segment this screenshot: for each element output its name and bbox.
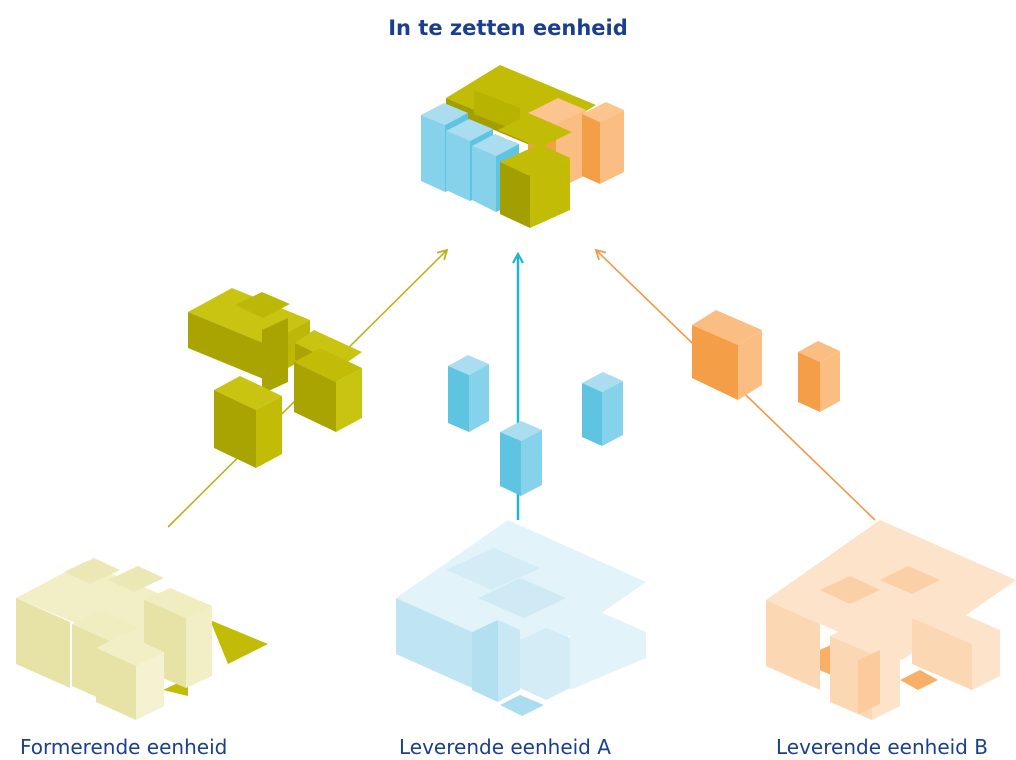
orange-moving-blocks: [692, 310, 840, 412]
page-title: In te zetten eenheid: [388, 16, 628, 40]
formerend-unit-block: [16, 558, 268, 720]
blue-moving-blocks: [448, 355, 623, 496]
olive-moving-block: [188, 288, 362, 468]
label-leverend-a: Leverende eenheid A: [399, 735, 611, 759]
leverend-a-unit-block: [396, 520, 646, 716]
target-unit-block: [421, 65, 624, 228]
label-leverend-b: Leverende eenheid B: [776, 735, 988, 759]
leverend-b-unit-block: [766, 520, 1016, 720]
label-formerend: Formerende eenheid: [20, 735, 228, 759]
